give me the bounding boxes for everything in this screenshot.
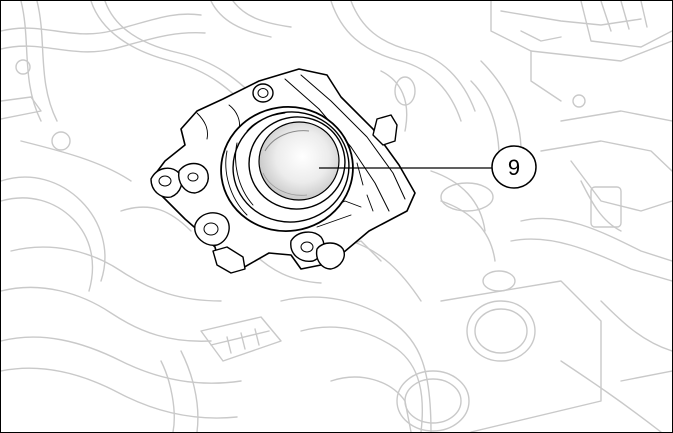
callout-9-circle: [491, 145, 537, 189]
callout-9-number: 9: [508, 155, 520, 180]
callout-9: 9: [319, 145, 537, 189]
throttle-bore: [258, 121, 340, 201]
